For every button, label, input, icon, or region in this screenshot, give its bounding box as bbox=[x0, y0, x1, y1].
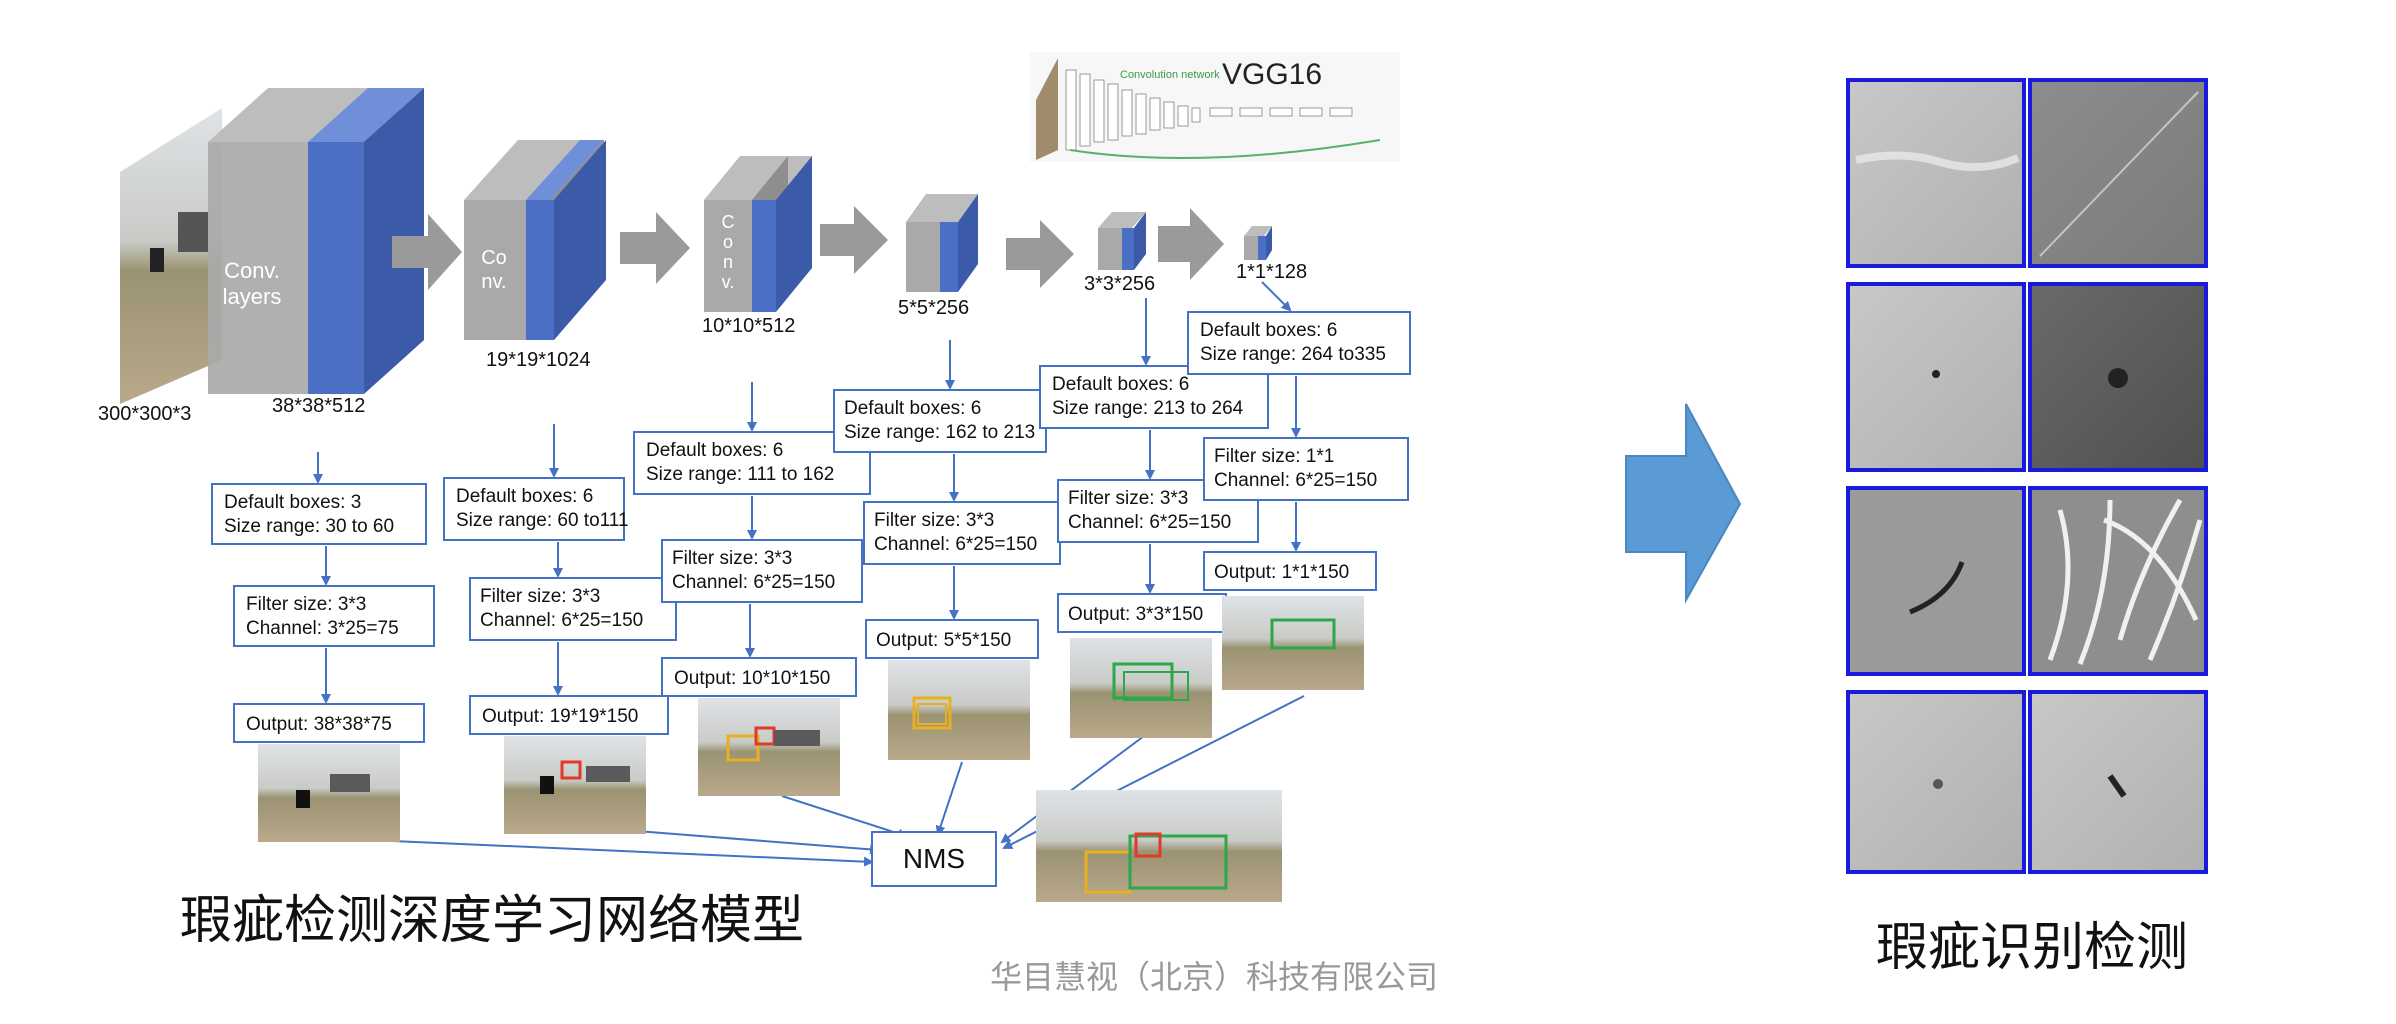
thumbnail-1 bbox=[258, 744, 400, 842]
thumbnail-3 bbox=[698, 698, 840, 796]
block-2-dim: 19*19*1024 bbox=[486, 349, 591, 371]
branch-5-filter-line-2: Channel: 6*25=150 bbox=[1068, 512, 1231, 533]
thumbnail-5 bbox=[1070, 638, 1212, 738]
thumbnail-4 bbox=[888, 660, 1030, 760]
defect-tile-5 bbox=[1846, 486, 2026, 676]
block-6-dim: 1*1*128 bbox=[1236, 261, 1307, 283]
thumbnail-final bbox=[1036, 790, 1282, 902]
vgg16-inset: Convolution network VGG16 bbox=[1030, 52, 1400, 162]
conv-block-3 bbox=[704, 156, 812, 312]
branch-1-filter-line-1: Filter size: 3*3 bbox=[246, 594, 366, 615]
branch-4-default-line-2: Size range: 162 to 213 bbox=[844, 422, 1035, 443]
branch-6-default-line-1: Default boxes: 6 bbox=[1200, 320, 1337, 341]
branch-1-filter-line-2: Channel: 3*25=75 bbox=[246, 618, 399, 639]
branch-6-output: Output: 1*1*150 bbox=[1214, 562, 1349, 583]
flow-arrow-5 bbox=[1158, 208, 1224, 280]
conv-block-2 bbox=[464, 140, 606, 340]
branch-6-filter-line-1: Filter size: 1*1 bbox=[1214, 446, 1334, 467]
nms-label: NMS bbox=[903, 843, 965, 874]
big-right-arrow bbox=[1625, 403, 1742, 604]
block-1-face-line-1: Conv. bbox=[224, 258, 280, 283]
thumbnail-6 bbox=[1222, 596, 1364, 690]
input-image bbox=[120, 108, 222, 404]
branch-2-filter-line-2: Channel: 6*25=150 bbox=[480, 610, 643, 631]
branch-2-filter-line-1: Filter size: 3*3 bbox=[480, 586, 600, 607]
branch-4-output: Output: 5*5*150 bbox=[876, 630, 1011, 651]
block-1-dim: 38*38*512 bbox=[272, 395, 365, 417]
branch-4-filter-line-2: Channel: 6*25=150 bbox=[874, 534, 1037, 555]
branch-3-filter-line-1: Filter size: 3*3 bbox=[672, 548, 792, 569]
detection-title: 瑕疵识别检测 bbox=[1876, 918, 2189, 978]
branch-6-default-line-2: Size range: 264 to335 bbox=[1200, 344, 1386, 365]
branch-2-default-line-1: Default boxes: 6 bbox=[456, 486, 593, 507]
branch-3-filter-line-2: Channel: 6*25=150 bbox=[672, 572, 835, 593]
conv-block-5 bbox=[1098, 212, 1146, 270]
branch-2-default-line-2: Size range: 60 to111 bbox=[456, 510, 629, 531]
branch-3-output: Output: 10*10*150 bbox=[674, 668, 830, 689]
branch-1-output: Output: 38*38*75 bbox=[246, 714, 392, 735]
block-5-dim: 3*3*256 bbox=[1084, 273, 1155, 295]
branch-2-output: Output: 19*19*150 bbox=[482, 706, 638, 727]
nms-box bbox=[871, 831, 997, 887]
branch-6: Default boxes: 6 Size range: 264 to335 F… bbox=[1187, 311, 1411, 591]
flow-arrow-2 bbox=[620, 212, 690, 284]
branch-5-filter-line-1: Filter size: 3*3 bbox=[1068, 488, 1188, 509]
branch-2: Default boxes: 6 Size range: 60 to111 Fi… bbox=[443, 477, 677, 735]
conv-block-4 bbox=[906, 194, 978, 292]
company-name: 华目慧视（北京）科技有限公司 bbox=[990, 958, 1439, 996]
vgg16-subtitle: Convolution network bbox=[1120, 69, 1220, 81]
branch-4-default-line-1: Default boxes: 6 bbox=[844, 398, 981, 419]
defect-grid bbox=[1846, 78, 2208, 874]
flow-arrow-4 bbox=[1006, 220, 1074, 288]
flow-arrow-1 bbox=[392, 214, 462, 290]
model-title: 瑕疵检测深度学习网络模型 bbox=[180, 891, 805, 951]
thumbnail-2 bbox=[504, 736, 646, 834]
branch-5-default-line-2: Size range: 213 to 264 bbox=[1052, 398, 1244, 419]
block-1-face: Conv.layers bbox=[223, 258, 282, 309]
vgg16-title: VGG16 bbox=[1222, 58, 1322, 91]
branch-5: Default boxes: 6 Size range: 213 to 264 … bbox=[1039, 365, 1269, 633]
block-4-dim: 5*5*256 bbox=[898, 297, 969, 319]
input-dim-label: 300*300*3 bbox=[98, 403, 191, 425]
branch-4-filter-line-1: Filter size: 3*3 bbox=[874, 510, 994, 531]
branch-4: Default boxes: 6 Size range: 162 to 213 … bbox=[833, 389, 1061, 659]
defect-tile-1 bbox=[1846, 78, 2026, 268]
conv-block-6 bbox=[1244, 226, 1272, 260]
defect-tile-8 bbox=[2028, 690, 2208, 874]
flow-arrow-3 bbox=[820, 206, 888, 274]
branch-5-output: Output: 3*3*150 bbox=[1068, 604, 1203, 625]
conv-block-1 bbox=[208, 88, 424, 394]
branch-5-default-line-1: Default boxes: 6 bbox=[1052, 374, 1189, 395]
branch-1: Default boxes: 3 Size range: 30 to 60 Fi… bbox=[211, 483, 435, 743]
branch-3: Default boxes: 6 Size range: 111 to 162 … bbox=[633, 431, 871, 697]
block-3-dim: 10*10*512 bbox=[702, 315, 795, 337]
branch-6-filter-line-2: Channel: 6*25=150 bbox=[1214, 470, 1377, 491]
block-1-face-line-2: layers bbox=[223, 284, 282, 309]
branch-1-default-line-2: Size range: 30 to 60 bbox=[224, 516, 394, 537]
branch-3-default-line-1: Default boxes: 6 bbox=[646, 440, 783, 461]
branch-3-default-line-2: Size range: 111 to 162 bbox=[646, 464, 834, 485]
branch-1-default-line-1: Default boxes: 3 bbox=[224, 492, 361, 513]
